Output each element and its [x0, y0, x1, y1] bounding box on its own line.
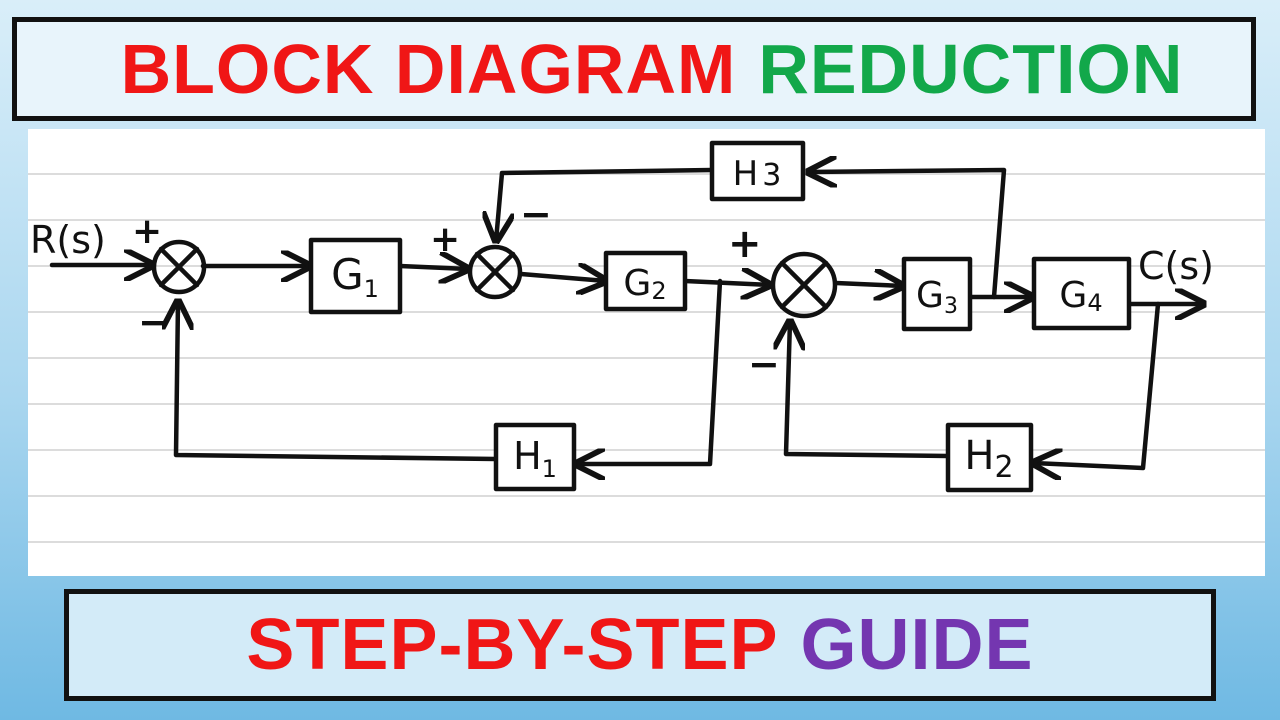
input-signal-label: R(s) [30, 218, 106, 262]
subtitle-part-guide: GUIDE [800, 605, 1034, 685]
subtitle-banner: STEP-BY-STEP GUIDE [64, 589, 1216, 701]
wire-g1-sum2 [397, 266, 468, 269]
title-banner: BLOCK DIAGRAM REDUCTION [12, 17, 1256, 121]
wire-sum2-g2 [518, 274, 606, 281]
summing-junction-3 [770, 251, 838, 319]
wire-sum3-g3 [833, 283, 903, 286]
summing-junction-1 [151, 239, 207, 295]
wire-g2-sum3 [682, 281, 770, 285]
wire-h3-feedback-to-sum2 [496, 167, 715, 241]
block-g4 [1031, 256, 1132, 331]
block-g1 [308, 237, 403, 315]
block-h2-label: H2 [964, 433, 1013, 485]
block-g1-label: G1 [331, 250, 379, 303]
sum2-minus-sign: − [520, 192, 552, 236]
block-g2-label: G2 [623, 263, 666, 305]
block-h1 [493, 422, 577, 492]
sum2-plus-sign: + [430, 219, 460, 260]
sum3-plus-sign: + [728, 221, 762, 267]
output-signal-label: C(s) [1138, 244, 1214, 288]
wire-h2-feedback-to-sum3 [786, 321, 951, 459]
wire-h1-feedback-to-sum1 [176, 301, 499, 462]
wire-h3-feedback-from-g3 [808, 170, 1007, 300]
block-g4-label: G4 [1059, 275, 1102, 317]
sum1-plus-sign: + [132, 211, 162, 252]
sum1-minus-sign: − [138, 300, 170, 344]
block-g3 [901, 256, 973, 332]
block-h1-label: H1 [513, 434, 557, 483]
block-h3 [709, 140, 806, 202]
subtitle-part-step-by-step: STEP-BY-STEP [246, 605, 779, 685]
title-part-reduction: REDUCTION [758, 30, 1184, 108]
block-g3-label: G3 [916, 275, 958, 319]
summing-junction-2 [467, 244, 523, 300]
sum3-minus-sign: − [748, 342, 780, 386]
wire-h1-feedback-from-g2 [576, 278, 723, 464]
block-h2 [945, 422, 1034, 493]
wire-h2-feedback-from-output [1033, 301, 1161, 468]
title-part-block-diagram: BLOCK DIAGRAM [120, 30, 737, 108]
block-g2 [603, 250, 688, 312]
